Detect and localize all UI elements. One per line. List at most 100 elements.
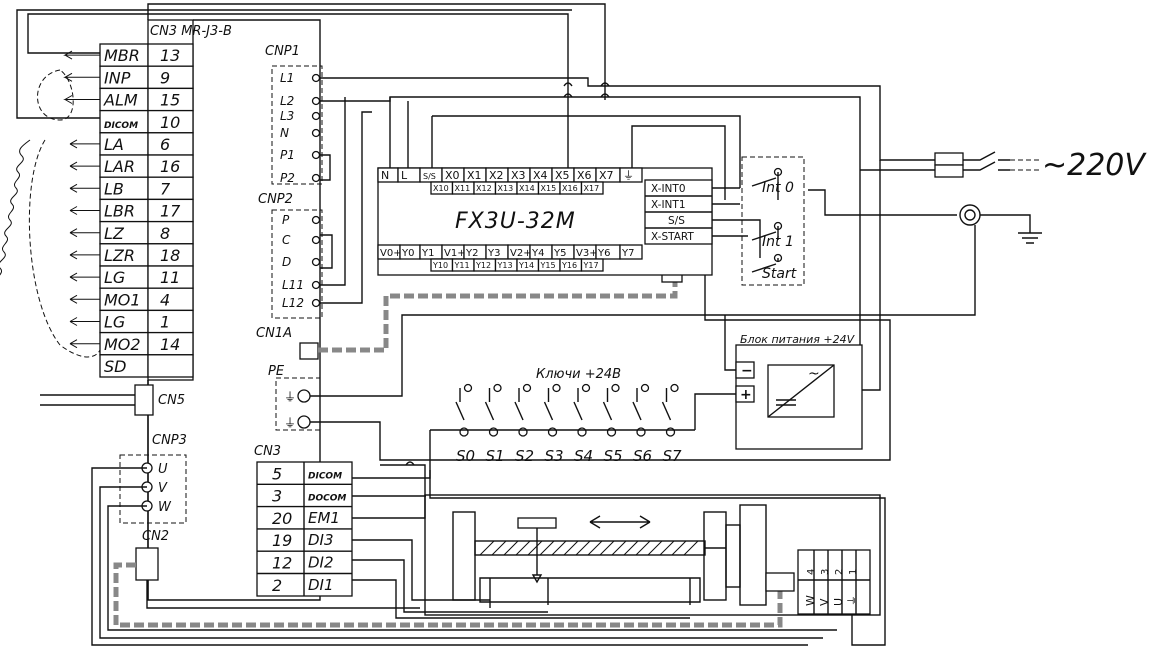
cn3-pin-name: LAR <box>104 157 135 176</box>
button-label: Start <box>762 266 797 282</box>
switch-top-contact <box>552 383 561 393</box>
motor-term-num: 2 <box>834 569 845 575</box>
plc-top-label: N <box>381 169 389 182</box>
signal-arrow <box>69 317 100 326</box>
signal-arrow <box>69 272 100 282</box>
button-label: Int 1 <box>762 234 794 250</box>
signal-arrow <box>69 228 100 238</box>
cnp2-pin-label: L11 <box>282 278 304 292</box>
plc-bottom-label2: Y15 <box>540 261 556 270</box>
plc-top-label: S/S <box>423 172 436 181</box>
cn3-pin-num: 16 <box>160 157 180 176</box>
plc-top-label: X0 <box>445 169 460 182</box>
cn3-pin-name: MBR <box>104 46 140 65</box>
cn5-connector: CN5 <box>40 384 185 416</box>
cn3-pin-name: DICOM <box>104 121 138 131</box>
plc-bottom-label2: Y10 <box>432 261 448 270</box>
switch-bottom-contact <box>606 427 617 437</box>
cnp1-pin-label: P2 <box>280 171 295 185</box>
cnp1-pin-label: P1 <box>280 148 295 162</box>
cnp3-pin-label: W <box>158 500 172 515</box>
cnp1-label: CNP1 <box>265 44 300 59</box>
motor-term-name: U <box>832 598 845 606</box>
cn3-pin-name: LG <box>104 313 125 332</box>
switch-bottom-contact <box>547 427 558 437</box>
cnp2-pin-label: D <box>282 255 291 269</box>
cn3-lower-num: 12 <box>272 554 292 573</box>
cn3-pin-num: 1 <box>160 313 170 332</box>
cnp2-label: CNP2 <box>258 192 293 207</box>
plc-bottom-label: Y2 <box>465 248 478 259</box>
plc-bottom-label2: Y17 <box>583 261 599 270</box>
signal-arrow <box>69 339 100 349</box>
switch-lever <box>602 401 613 421</box>
switch-label: S0 <box>456 447 475 465</box>
plc-top-label: X6 <box>577 169 592 182</box>
switch-lever <box>661 401 672 421</box>
cnp2-pin-label: L12 <box>282 296 304 310</box>
plc-top-label2: X17 <box>584 184 600 193</box>
svg-text:⏚: ⏚ <box>284 390 296 404</box>
plc-top-label: X5 <box>555 169 570 182</box>
cn3-lower-num: 20 <box>272 509 292 528</box>
plc-top-label2: X16 <box>562 184 578 193</box>
plc-bottom-label: V3+ <box>576 248 598 259</box>
cnp1-terminal <box>311 150 321 160</box>
cn3-pin-name: LG <box>104 268 125 287</box>
plc-top-label: ⏚ <box>623 169 634 182</box>
plc-bottom-label2: Y13 <box>497 261 513 270</box>
plc-bottom-label2: Y12 <box>475 261 491 270</box>
cn3-title: CN3 MR-J3-B <box>150 24 232 39</box>
cn3-pin-name: SD <box>104 357 126 376</box>
button-lever <box>751 177 777 187</box>
plc-bottom-label2: Y11 <box>454 261 470 270</box>
plc-top-label2: X13 <box>498 184 514 193</box>
plc-side-label: S/S <box>668 215 685 227</box>
cnp1-terminal <box>311 73 321 83</box>
plc-bottom-terminal <box>619 244 643 260</box>
psu-minus: − <box>741 363 753 379</box>
motor-term-num: 4 <box>806 569 817 575</box>
cnp3-label: CNP3 <box>152 433 187 448</box>
plc-model: FX3U-32M <box>455 209 576 234</box>
plc-bottom-label: Y3 <box>487 248 500 259</box>
switch-label: S5 <box>604 447 623 465</box>
cnp2-terminal <box>311 280 321 290</box>
cn3-pin-name: LBR <box>104 202 135 221</box>
cn3-lower-num: 3 <box>272 487 282 506</box>
cn1a-connector: CN1A <box>256 269 683 360</box>
top-wiring <box>16 3 935 200</box>
motor-term-name: W <box>804 595 817 606</box>
cn3-lower-label: CN3 <box>254 444 281 459</box>
cn5-label: CN5 <box>158 393 185 408</box>
plc-top-label2: X10 <box>433 184 449 193</box>
cn3-signal-wires <box>352 461 690 619</box>
plc-side-label: X-INT1 <box>651 199 686 211</box>
switch-bottom-contact <box>577 427 587 437</box>
switch-top-contact <box>670 383 679 393</box>
switch-label: S4 <box>574 447 593 465</box>
cnp2-terminal <box>311 215 321 225</box>
switch-bottom-contact <box>488 427 499 437</box>
switch-label: S3 <box>545 447 564 465</box>
plc-top-label: X1 <box>467 169 482 182</box>
cn3-pin-num-cell <box>147 287 194 312</box>
cn3-pin-num: 15 <box>160 91 180 110</box>
signal-arrow <box>69 139 100 149</box>
plc-bottom-label: V1+ <box>444 248 466 259</box>
motor-term-num: 1 <box>848 569 859 575</box>
svg-text:~: ~ <box>808 366 820 382</box>
switch-top-contact <box>611 383 620 393</box>
pe-terminals: PE ⏚ ⏚ <box>268 225 976 461</box>
cn3-pin-num-cell <box>147 65 194 90</box>
cn3-pin-name: MO2 <box>104 335 141 354</box>
signal-arrow <box>63 95 100 104</box>
plc-bottom-label: Y4 <box>531 248 544 259</box>
plc-top-label2: X11 <box>455 184 471 193</box>
cn3-lower-name: DICOM <box>308 471 342 481</box>
plc-bottom-label: Y5 <box>553 248 566 259</box>
plc-top-label: X3 <box>511 169 526 182</box>
